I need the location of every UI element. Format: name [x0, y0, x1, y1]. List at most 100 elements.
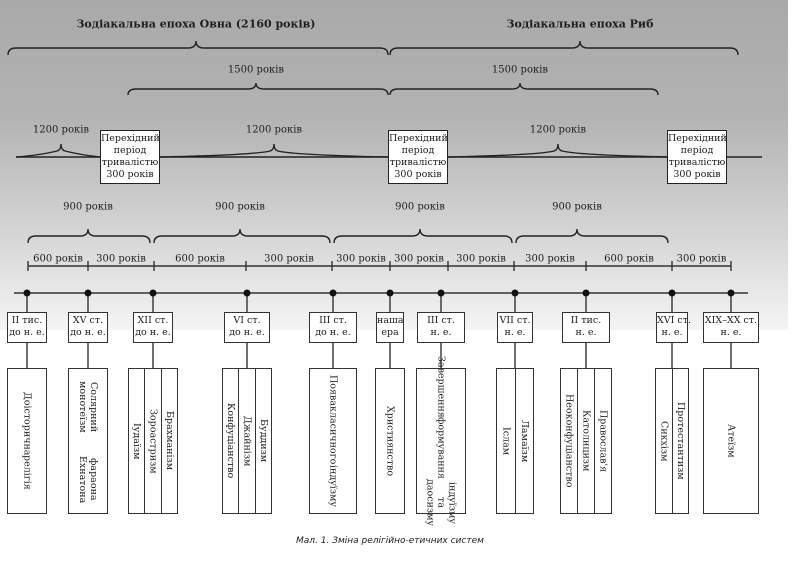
- religion-name: Християнство: [384, 405, 396, 477]
- milestone-date-text: XIX–XX ст.: [704, 315, 758, 326]
- religion-column: Зороастризм: [144, 369, 160, 513]
- milestone-dot: [668, 289, 676, 297]
- religion-column: Джайнізм: [238, 369, 254, 513]
- milestone-date-box: III ст.н. е.: [417, 312, 465, 343]
- religion-name: Протестантизм: [674, 402, 686, 480]
- era-label: Зодіакальна епоха Риб: [506, 17, 654, 31]
- segment-label: 300 років: [96, 253, 146, 265]
- span-1200-label: 1200 років: [32, 124, 90, 136]
- religion-name: Солярний монотеїзм: [77, 381, 99, 433]
- religion-column: Іудаїзм: [129, 369, 144, 513]
- religion-column: Протестантизм: [671, 369, 689, 513]
- span-900-brace: [27, 228, 151, 244]
- segment-label: 600 років: [33, 253, 83, 265]
- milestone-date-text: VI ст.: [233, 315, 261, 326]
- span-900-label: 900 років: [63, 201, 113, 213]
- span-900-brace: [515, 228, 669, 244]
- milestone-dot: [582, 289, 590, 297]
- segment-label: 300 років: [525, 253, 575, 265]
- milestone-date-text: ера: [381, 327, 399, 338]
- religion-name: Неоконфуціанство: [563, 394, 575, 488]
- milestone-dot: [329, 289, 337, 297]
- religion-name: індуїзму: [327, 464, 339, 507]
- milestone-date-text: III ст.: [319, 315, 347, 326]
- milestone-date-text: н. е.: [720, 327, 742, 338]
- milestone-date-text: до н. е.: [229, 327, 265, 338]
- span-1200-brace: [15, 143, 101, 158]
- religion-column: Іслам: [497, 369, 515, 513]
- span-1200-label: 1200 років: [529, 124, 587, 136]
- religion-name: Завершення: [435, 355, 447, 418]
- religion-name: Конфуціанство: [225, 403, 237, 479]
- religion-name: Православ'я: [597, 409, 609, 473]
- transition-period-text: період: [113, 145, 147, 156]
- religion-name: Доісторична: [21, 391, 33, 456]
- transition-period-text: тривалістю: [668, 157, 726, 168]
- span-1500-brace: [127, 82, 389, 96]
- religion-box: Атеїзм: [703, 368, 759, 514]
- milestone-date-box: II тис.до н. е.: [7, 312, 47, 343]
- transition-period-text: період: [680, 145, 714, 156]
- religion-column: Атеїзм: [704, 369, 758, 513]
- religion-name: Поява: [327, 375, 339, 407]
- span-900-brace: [333, 228, 513, 244]
- religion-box: Конфуціанство Джайнізм Буддизм: [222, 368, 272, 514]
- span-1500-brace: [389, 82, 659, 96]
- era-brace: [7, 40, 389, 56]
- religion-name: Ламаїзм: [518, 419, 530, 463]
- span-1200-brace: [447, 143, 669, 158]
- milestone-dot: [437, 289, 445, 297]
- milestone-date-text: н. е.: [575, 327, 597, 338]
- milestone-date-text: н. е.: [430, 327, 452, 338]
- religion-name: Іудаїзм: [131, 422, 143, 460]
- religion-column: Конфуціанство: [223, 369, 238, 513]
- milestone-dot: [727, 289, 735, 297]
- span-900-label: 900 років: [215, 201, 265, 213]
- religion-column: Християнство: [376, 369, 404, 513]
- milestone-date-box: VI ст.до н. е.: [224, 312, 270, 343]
- segment-label: 300 років: [394, 253, 444, 265]
- span-900-brace: [153, 228, 331, 244]
- religion-name: Джайнізм: [241, 415, 253, 467]
- span-900-label: 900 років: [395, 201, 445, 213]
- milestone-date-text: наша: [377, 315, 404, 326]
- religion-name: Зороастризм: [147, 408, 159, 474]
- religion-name: Буддизм: [257, 419, 269, 463]
- milestone-date-text: до н. е.: [135, 327, 171, 338]
- milestone-date-box: XIX–XX ст.н. е.: [703, 312, 759, 343]
- religion-column: Ламаїзм: [514, 369, 534, 513]
- religion-name: класичного: [327, 406, 339, 465]
- segment-label: 600 років: [175, 253, 225, 265]
- segment-label: 300 років: [264, 253, 314, 265]
- religion-column: Буддизм: [254, 369, 271, 513]
- span-900-label: 900 років: [552, 201, 602, 213]
- milestone-date-box: XII ст.до н. е.: [133, 312, 173, 343]
- milestone-date-text: II тис.: [570, 315, 602, 326]
- religion-name: Католицизм: [580, 410, 592, 472]
- religion-name: релігія: [21, 455, 33, 491]
- religion-name: Брахманізм: [163, 411, 175, 471]
- segment-label: 300 років: [456, 253, 506, 265]
- transition-period-text: Перехідний: [389, 133, 448, 144]
- segment-label: 300 років: [336, 253, 386, 265]
- span-1500-label: 1500 років: [227, 64, 285, 76]
- religion-column: Брахманізм: [160, 369, 177, 513]
- religion-name: формування: [435, 417, 447, 480]
- religion-column: Неоконфуціанство: [561, 369, 577, 513]
- milestone-dot: [23, 289, 31, 297]
- transition-period-text: тривалістю: [389, 157, 447, 168]
- transition-period-text: період: [401, 145, 435, 156]
- milestone-date-text: VII ст.: [499, 315, 531, 326]
- milestone-date-box: XVI ст.н. е.: [656, 312, 691, 343]
- religion-column: Католицизм: [577, 369, 594, 513]
